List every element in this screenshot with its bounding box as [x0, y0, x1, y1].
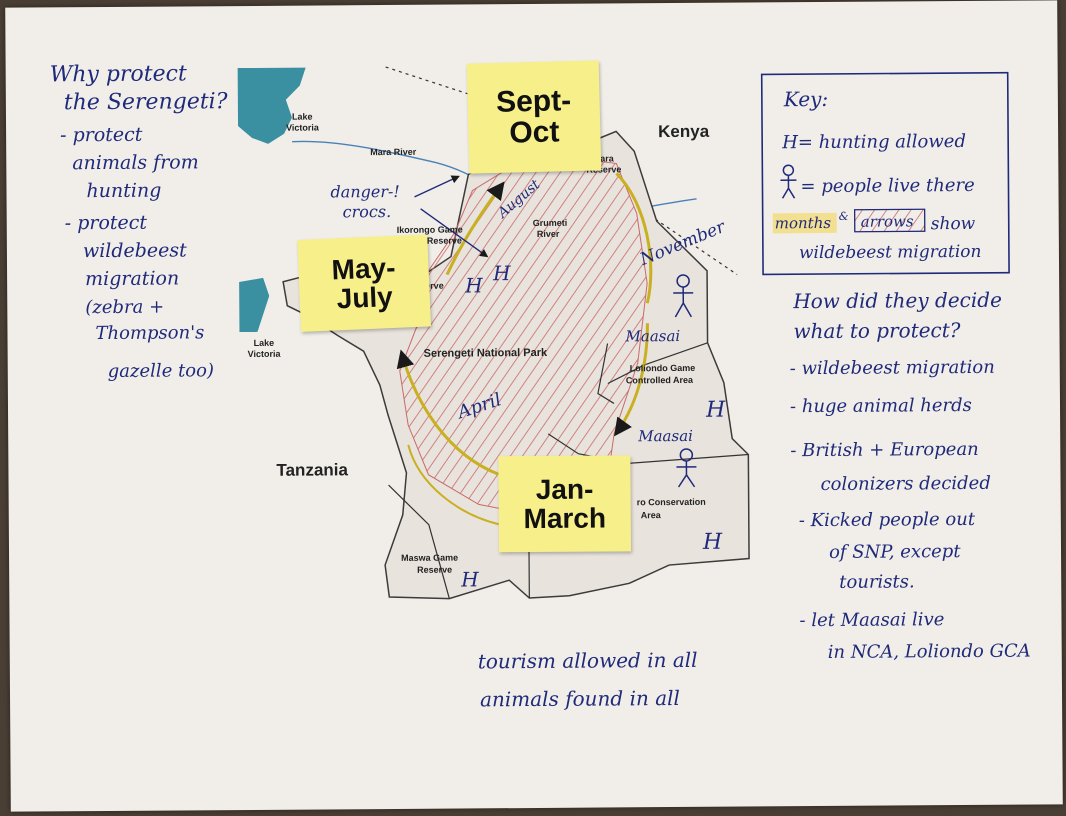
danger-note-line-1: danger-! [330, 182, 399, 201]
left-question-line-1: Why protect [50, 61, 187, 87]
left-answer-9: gazelle too) [108, 360, 214, 382]
left-answer-3: hunting [86, 180, 161, 203]
sticky-jan-march: Jan- March [498, 455, 632, 553]
right-notes: How did they decide what to protect? - w… [790, 288, 1031, 663]
border-dashed-line [385, 66, 477, 97]
left-answer-4: - protect [65, 212, 148, 235]
arrow-sept-to-nov [615, 172, 653, 304]
hunting-mark-icon: H [702, 530, 723, 555]
key-show-word: show [931, 214, 976, 234]
key-stick-figure-icon [780, 164, 797, 199]
reserve-partial-label: erve [425, 281, 444, 291]
left-answer-6: migration [85, 267, 179, 290]
key-arrows-word: arrows [861, 212, 914, 230]
right-answer-9: in NCA, Loliondo GCA [828, 641, 1031, 663]
maasai-label-2: Maasai [637, 427, 693, 445]
left-answer-7: (zebra + [85, 297, 164, 319]
stick-figure-icon [676, 448, 697, 488]
stick-figure-icon [673, 274, 694, 318]
arrow-may-to-sept [445, 181, 505, 276]
lake-victoria-top-shape [237, 67, 306, 144]
sticky-sept-oct: Sept- Oct [466, 60, 602, 174]
right-answer-7: tourists. [839, 571, 915, 593]
right-answer-3: - British + European [790, 439, 979, 461]
arrow-jan-west [407, 444, 500, 526]
right-answer-2: - huge animal herds [790, 395, 972, 417]
danger-note-line-2: crocs. [343, 202, 392, 221]
key-line-people: = people live there [800, 175, 974, 197]
left-question-line-2: the Serengeti? [64, 89, 228, 115]
region-line-5 [597, 343, 615, 404]
hunting-mark-icon: H [705, 398, 726, 423]
arrow-nov-to-jan [614, 323, 649, 437]
right-answer-1: - wildebeest migration [790, 357, 995, 379]
key-title: Key: [783, 87, 828, 111]
mara-river-label: Mara River [370, 147, 417, 157]
hunting-mark-icon: H [492, 261, 511, 285]
danger-arrow [414, 175, 460, 198]
bottom-note-line-1: tourism allowed in all [478, 648, 698, 674]
left-notes: Why protect the Serengeti? - protect ani… [50, 61, 228, 382]
key-arrows-box [853, 208, 926, 233]
hunting-mark-icon: H [464, 273, 483, 297]
arrow-jan-to-may [396, 349, 500, 476]
key-months-highlight [772, 212, 837, 234]
tanzania-label: Tanzania [276, 460, 348, 480]
key-amp: & [839, 210, 849, 223]
hunting-mark-icon: H [460, 567, 479, 591]
right-answer-6: of SNP, except [829, 541, 961, 563]
right-answer-5: - Kicked people out [799, 509, 976, 531]
right-answer-8: - let Maasai live [799, 609, 944, 631]
lake-victoria-left-shape [239, 277, 270, 333]
key-months-word: months [775, 214, 832, 232]
kenya-label: Kenya [658, 122, 710, 141]
left-answer-8: Thompson's [95, 322, 204, 344]
right-answer-4: colonizers decided [820, 473, 990, 495]
bottom-note-line-2: animals found in all [480, 686, 680, 711]
right-question-line-1: How did they decide [792, 288, 1002, 313]
key-line-hunting: H= hunting allowed [781, 131, 966, 153]
left-answer-1: - protect [60, 124, 143, 147]
right-question-line-2: what to protect? [793, 318, 960, 343]
left-answer-5: wildebeest [83, 239, 187, 262]
left-answer-2: animals from [72, 151, 199, 174]
maasai-label-1: Maasai [624, 327, 680, 345]
region-line-4 [388, 484, 450, 599]
sticky-may-july: May- July [297, 234, 432, 332]
snp-label: Serengeti National Park [424, 347, 548, 360]
danger-arrow-2 [420, 208, 489, 258]
key-box [760, 71, 1010, 276]
key-line-migration: wildebeest migration [799, 242, 982, 263]
